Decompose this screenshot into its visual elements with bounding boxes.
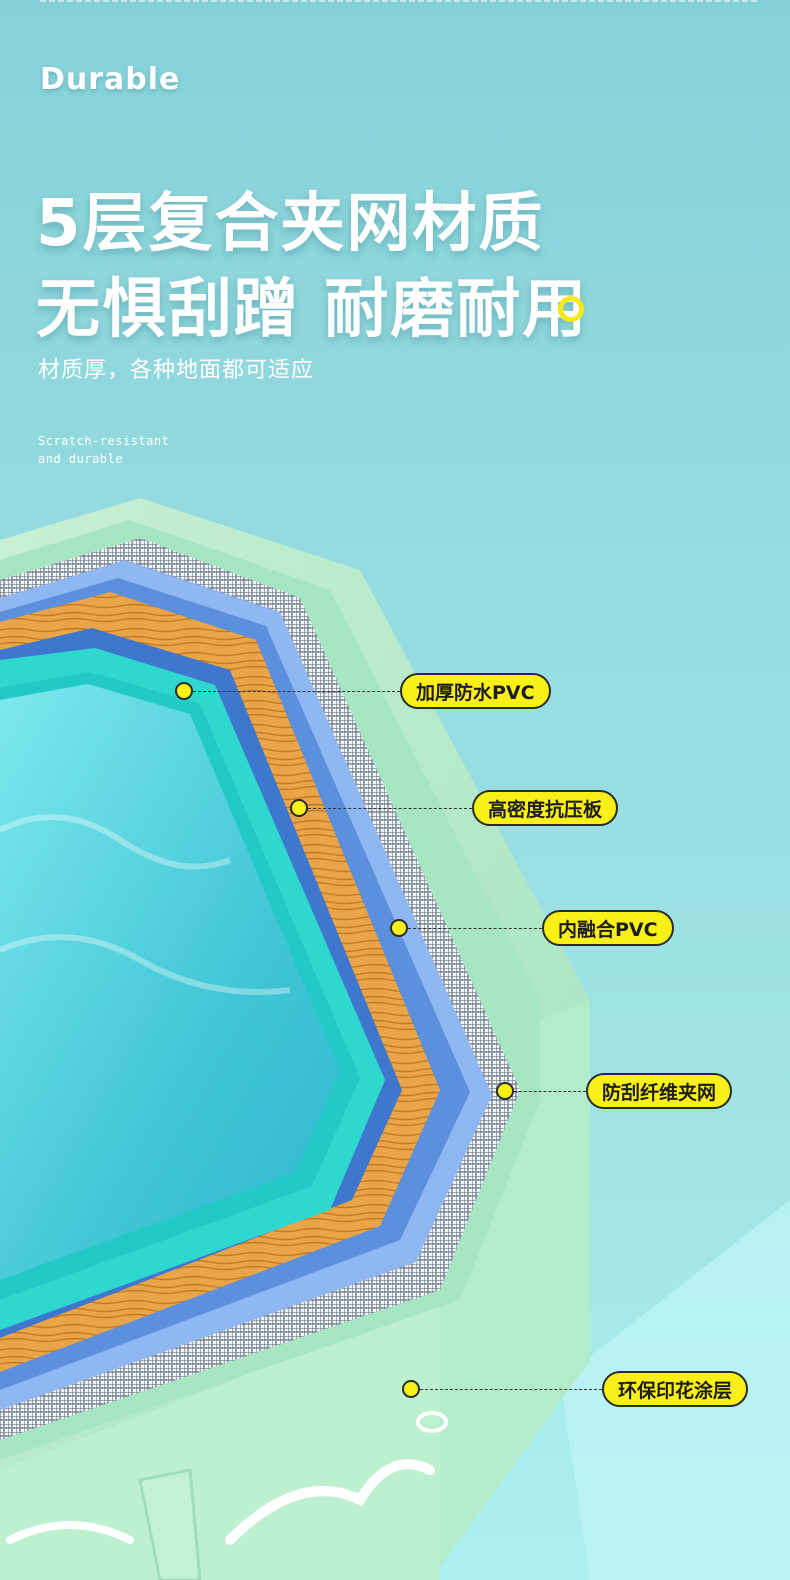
top-divider [40, 0, 760, 2]
callout-5-marker [402, 1380, 420, 1398]
callout-3-marker [390, 919, 408, 937]
callout-5-leader [420, 1389, 602, 1390]
callout-2-leader [308, 808, 472, 809]
callout-label-pressure-board: 高密度抗压板 [472, 790, 619, 826]
headline-line-2: 无惧刮蹭 耐磨耐用 [36, 273, 589, 347]
callout-label-eco-print-coating: 环保印花涂层 [602, 1371, 749, 1407]
headline-line-1: 5层复合夹网材质 [36, 187, 545, 261]
callout-label-inner-pvc: 内融合PVC [542, 910, 674, 946]
subtitle: 材质厚，各种地面都可适应 [38, 358, 315, 383]
callout-4-leader [514, 1091, 586, 1092]
callout-1-leader [193, 691, 400, 692]
callout-4-marker [496, 1082, 514, 1100]
callout-1-marker [175, 682, 193, 700]
eyebrow-label: Durable [40, 62, 181, 97]
english-caption-line-2: and durable [38, 452, 123, 466]
callout-label-waterproof-pvc: 加厚防水PVC [400, 673, 551, 709]
callout-label-fiber-mesh: 防刮纤维夹网 [586, 1073, 733, 1109]
english-caption-line-1: Scratch-resistant [38, 434, 170, 448]
callout-2-marker [290, 799, 308, 817]
callout-3-leader [408, 928, 542, 929]
yellow-ring-icon [558, 296, 584, 322]
